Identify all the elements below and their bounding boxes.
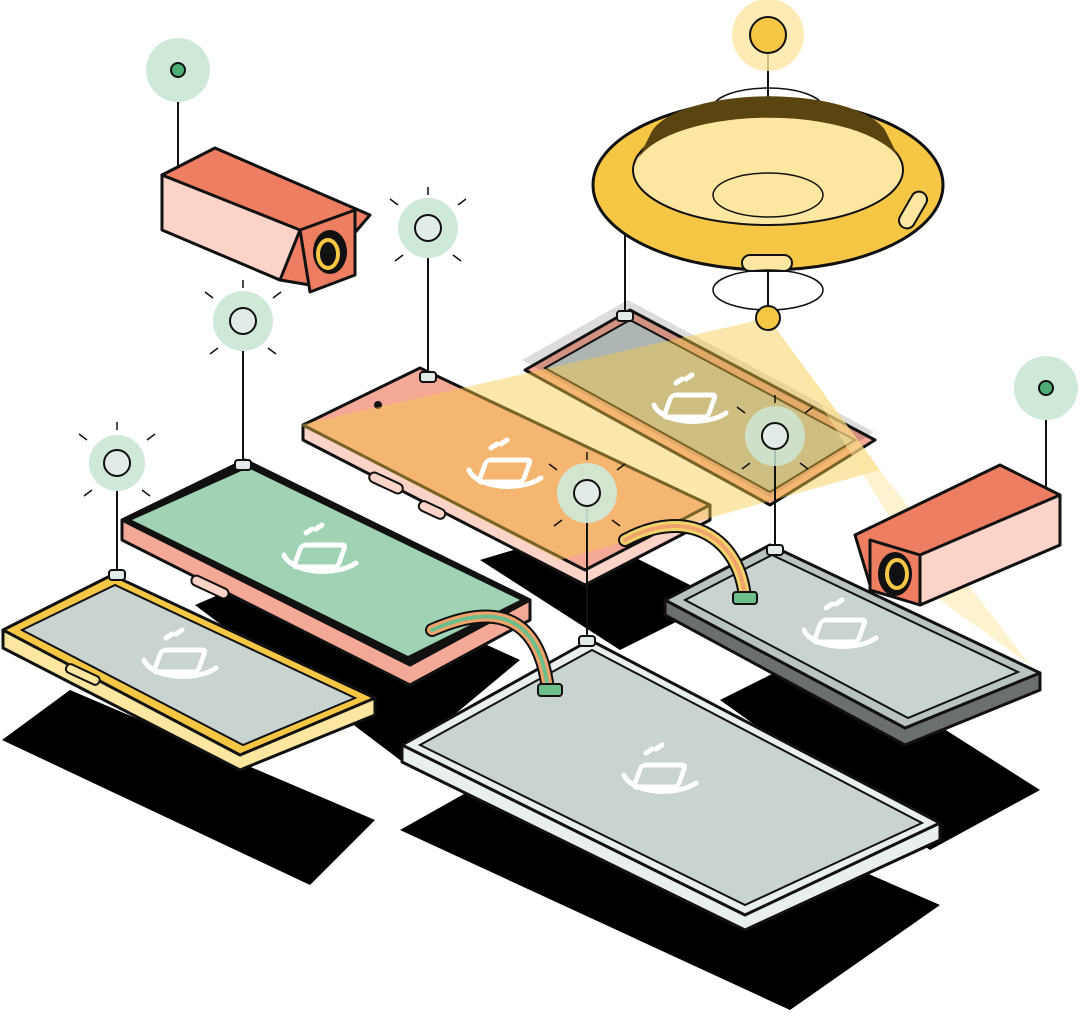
ring-light-beam: [300, 318, 880, 560]
yellow-phone: [1, 573, 377, 772]
pink-phone-body: [301, 366, 712, 572]
tablet-screen: [417, 648, 925, 907]
tablet: [400, 638, 942, 932]
pink-phone-button-2: [417, 500, 447, 520]
pink-phone-camera-dot: [374, 401, 382, 409]
camera-status-dot: [1038, 380, 1054, 396]
gray-phone-shadow: [720, 650, 1040, 850]
robot-icon: [466, 437, 544, 489]
yellow-phone-shadow: [2, 690, 375, 885]
ring-status-dot: [749, 16, 787, 54]
sensor-node-icon: [398, 198, 458, 383]
ribbon-cable-icon: [425, 609, 563, 697]
sensor-node-icon: [557, 463, 617, 647]
ring-emitter: [755, 305, 781, 331]
smart-ring: [591, 0, 945, 331]
yellow-phone-screen: [19, 583, 358, 747]
green-phone-screen: [132, 468, 520, 656]
security-camera-right: [853, 356, 1078, 607]
sensor-rays: [78, 187, 814, 527]
sensor-node-icon: [89, 435, 145, 581]
camera-status-dot: [170, 62, 186, 78]
robot-icon: [651, 372, 729, 424]
ribbon-cable-icon: [618, 519, 758, 605]
robot-icon: [141, 627, 219, 679]
robot-icon: [621, 742, 699, 794]
security-camera-left: [146, 38, 372, 294]
pink-phone-button-1: [368, 471, 404, 495]
robot-logos: [141, 372, 879, 794]
ribbon-cables: [425, 519, 758, 697]
robot-icon: [801, 597, 879, 649]
yellow-phone-button: [64, 663, 101, 686]
robot-icon: [281, 522, 359, 574]
pink-phone: [301, 366, 712, 587]
green-phone-button: [190, 574, 230, 600]
sensor-node-icon: [213, 291, 273, 471]
sensor-node-icon: [745, 406, 805, 556]
green-phone: [120, 458, 532, 687]
gray-phone: [663, 543, 1042, 747]
